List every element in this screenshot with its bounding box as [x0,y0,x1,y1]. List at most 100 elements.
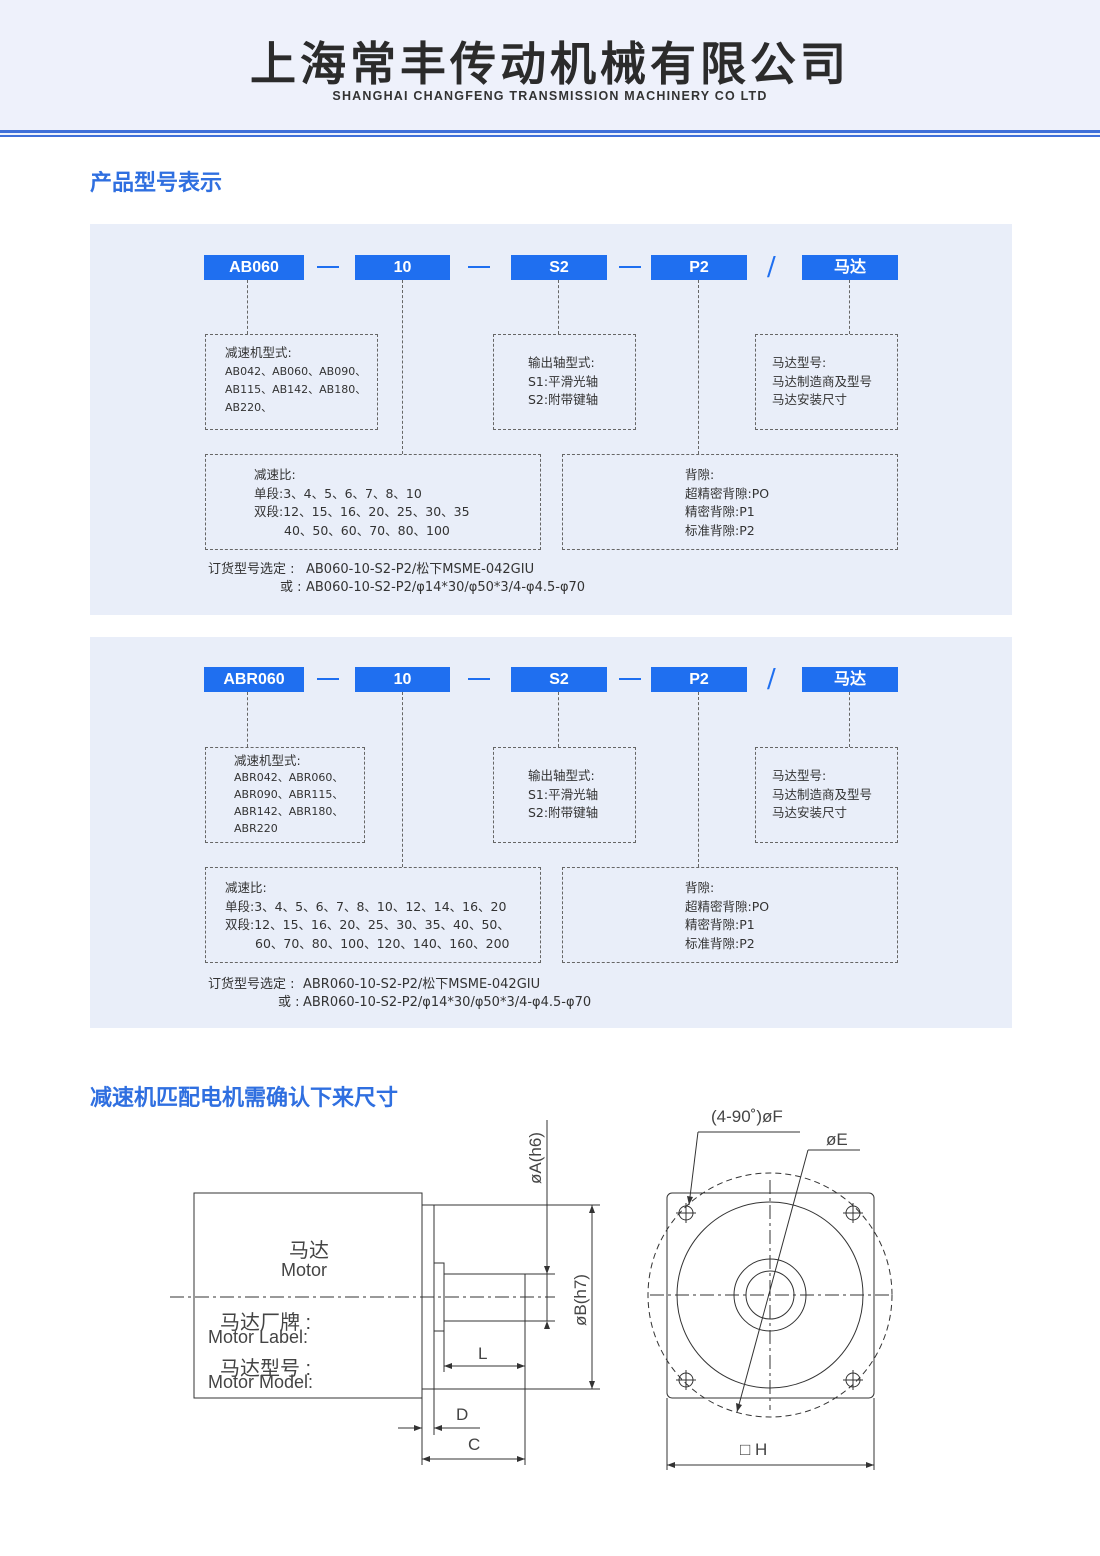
connector-line [849,280,850,334]
dim-c-label: C [468,1435,481,1454]
reducer-type-box: 减速机型式: AB042、AB060、AB090、 AB115、AB142、AB… [205,334,378,430]
order-example-2: AB060-10-S2-P2/φ14*30/φ50*3/4-φ4.5-φ70 [306,580,586,595]
motor-box: 马达型号: 马达制造商及型号 马达安装尺寸 [755,334,898,430]
connector-line [558,280,559,334]
box-line: 马达制造商及型号 [772,373,873,389]
box-line: ABR042、ABR060、 [234,771,344,784]
motor-label-cn: 马达 [289,1240,329,1262]
header-rule [0,130,1100,133]
dim-h-label: □ H [740,1440,768,1459]
dim-l-label: L [478,1344,488,1363]
motor-box: 马达型号: 马达制造商及型号 马达安装尺寸 [755,747,898,843]
dim-a-label: øA(h6) [526,1132,545,1184]
box-line: ABR090、ABR115、 [234,788,344,801]
box-heading: 背隙: [685,880,715,895]
tag-model: AB060 [204,255,304,280]
connector-line [698,280,699,454]
reducer-type-box: 减速机型式: ABR042、ABR060、 ABR090、ABR115、 ABR… [205,747,365,843]
box-heading: 输出轴型式: [528,355,595,370]
dimension-drawing-svg [170,1120,893,1470]
box-line: S2:附带键轴 [528,392,599,407]
dim-b-label: øB(h7) [571,1274,590,1326]
connector-line [247,692,248,747]
page-header: 上海常丰传动机械有限公司 SHANGHAI CHANGFENG TRANSMIS… [0,0,1100,137]
box-line: 超精密背隙:PO [685,898,770,914]
dash-separator [619,678,641,680]
backlash-box: 背隙: 超精密背隙:PO 精密背隙:P1 标准背隙:P2 [562,867,898,963]
order-label: 订货型号选定 : [208,977,295,992]
box-line: 40、50、60、70、80、100 [284,522,450,538]
ratio-box: 减速比: 单段:3、4、5、6、7、8、10、12、14、16、20 双段:12… [205,867,541,963]
connector-line [247,280,248,334]
box-heading: 输出轴型式: [528,768,595,783]
connector-line [402,280,403,454]
box-heading: 减速机型式: [234,753,301,768]
slash-separator: / [767,252,776,282]
tag-model: ABR060 [204,667,304,692]
dash-separator [317,678,339,680]
section-title-model: 产品型号表示 [90,171,223,196]
section-title-dimensions: 减速机匹配电机需确认下来尺寸 [90,1086,399,1111]
order-or: 或 : [278,995,300,1010]
connector-line [849,692,850,747]
model-panel-ab: AB060 10 S2 P2 / 马达 减速机型式: AB042、AB060、A… [90,224,1012,615]
box-heading: 减速比: [254,467,296,482]
shaft-type-box: 输出轴型式: S1:平滑光轴 S2:附带键轴 [493,747,636,843]
box-line: 精密背隙:P1 [685,504,755,519]
dim-e-label: øE [826,1130,848,1149]
box-line: 双段:12、15、16、20、25、30、35 [254,504,470,519]
brand-label-cn: 马达厂牌 : [220,1312,312,1334]
box-line: 单段:3、4、5、6、7、8、10 [254,485,422,501]
box-line: 马达制造商及型号 [772,786,873,802]
bolt-holes [676,1203,863,1390]
box-line: S2:附带键轴 [528,805,599,820]
shaft-type-box: 输出轴型式: S1:平滑光轴 S2:附带键轴 [493,334,636,430]
box-line: 标准背隙:P2 [685,522,755,538]
box-line: S1:平滑光轴 [528,786,599,802]
box-heading: 减速机型式: [225,345,292,360]
connector-line [698,692,699,867]
tag-backlash: P2 [651,667,747,692]
box-line: ABR220 [234,822,278,835]
order-example-1: ABR060-10-S2-P2/松下MSME-042GIU [303,977,541,992]
model-label-en: Motor Model: [208,1372,314,1392]
box-line: 单段:3、4、5、6、7、8、10、12、14、16、20 [225,898,507,914]
slash-separator: / [767,664,776,694]
tag-shaft: S2 [511,255,607,280]
tag-motor: 马达 [802,255,898,280]
backlash-box: 背隙: 超精密背隙:PO 精密背隙:P1 标准背隙:P2 [562,454,898,550]
box-line: 马达安装尺寸 [772,805,848,820]
dash-separator [317,266,339,268]
order-example-1: AB060-10-S2-P2/松下MSME-042GIU [306,562,535,577]
ratio-box: 减速比: 单段:3、4、5、6、7、8、10 双段:12、15、16、20、25… [205,454,541,550]
box-line: 精密背隙:P1 [685,917,755,932]
tag-shaft: S2 [511,667,607,692]
order-label: 订货型号选定 : [208,562,295,577]
order-example-2: ABR060-10-S2-P2/φ14*30/φ50*3/4-φ4.5-φ70 [303,995,592,1010]
tag-ratio: 10 [355,667,450,692]
box-heading: 马达型号: [772,768,827,783]
box-line: 马达安装尺寸 [772,392,848,407]
dash-separator [619,266,641,268]
box-line: AB042、AB060、AB090、 [225,364,367,378]
box-line: 60、70、80、100、120、140、160、200 [255,935,510,951]
box-line: 双段:12、15、16、20、25、30、35、40、50、 [225,917,510,932]
box-line: 超精密背隙:PO [685,485,770,501]
company-name-en: SHANGHAI CHANGFENG TRANSMISSION MACHINER… [332,89,768,103]
model-panel-abr: ABR060 10 S2 P2 / 马达 减速机型式: ABR042、ABR06… [90,637,1012,1028]
motor-dimension-drawing: 马达 Motor 马达厂牌 : Motor Label: 马达型号 : Moto… [0,1100,1100,1556]
brand-label-en: Motor Label: [208,1327,309,1347]
dim-f-label: (4-90˚)øF [711,1107,783,1126]
order-or: 或 : [280,580,302,595]
tag-ratio: 10 [355,255,450,280]
tag-motor: 马达 [802,667,898,692]
company-name-cn: 上海常丰传动机械有限公司 [250,37,850,91]
model-label-cn: 马达型号 : [220,1358,312,1380]
tag-backlash: P2 [651,255,747,280]
connector-line [558,692,559,747]
dash-separator [468,678,490,680]
box-heading: 马达型号: [772,355,827,370]
dash-separator [468,266,490,268]
motor-label-en: Motor [281,1260,328,1280]
bolt-circle [647,1172,893,1418]
